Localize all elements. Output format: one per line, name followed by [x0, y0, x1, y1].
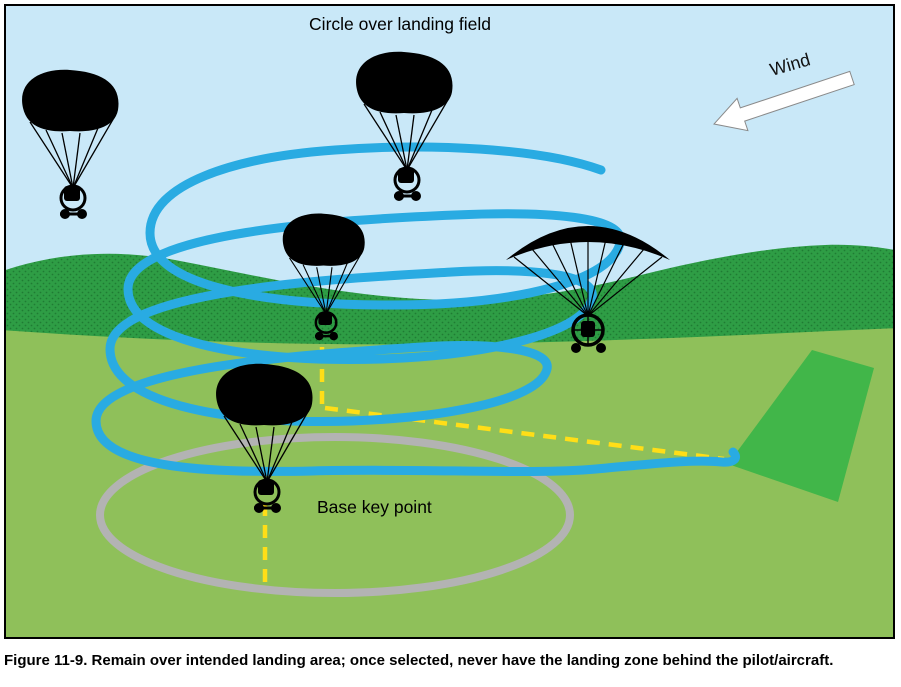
- flight-path-spiral: [91, 142, 740, 477]
- base-key-point-label: Base key point: [317, 497, 432, 517]
- ground-track-ellipse: [96, 433, 574, 597]
- wind-arrow-icon: [713, 70, 855, 132]
- diagram-title: Circle over landing field: [309, 14, 491, 34]
- diagram-canvas: Wind Circle over landing field Base key …: [6, 6, 893, 637]
- landing-field-ground: [6, 328, 893, 637]
- diagram-frame: Wind Circle over landing field Base key …: [4, 4, 895, 639]
- figure-caption: Figure 11-9. Remain over intended landin…: [4, 652, 834, 669]
- landing-strip: [728, 350, 874, 502]
